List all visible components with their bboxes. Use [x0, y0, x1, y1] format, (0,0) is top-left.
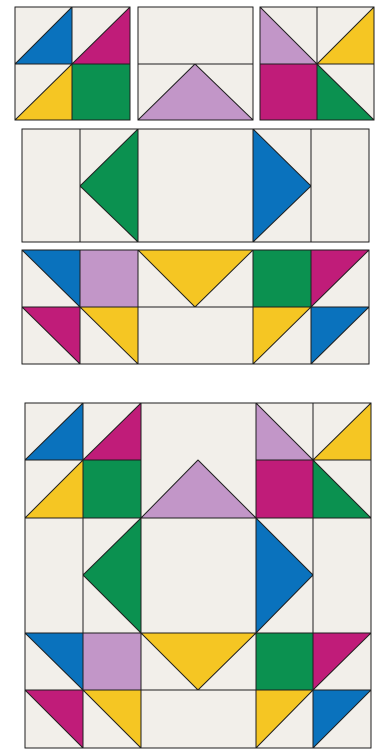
square-green — [256, 633, 313, 690]
assembled-quilt-block — [25, 403, 371, 748]
square-green — [83, 460, 141, 518]
square-green — [253, 250, 311, 307]
square-magenta — [256, 460, 313, 518]
unit-goose-top — [138, 7, 253, 120]
unit-middle-row — [22, 129, 369, 242]
square-magenta — [260, 64, 317, 120]
square-lavender — [83, 633, 141, 690]
square-lavender — [80, 250, 138, 307]
square-green — [72, 64, 130, 120]
unit-bottom-row — [22, 250, 369, 364]
unit-pinwheel-left — [15, 7, 130, 120]
unit-background — [22, 129, 369, 242]
unit-pinwheel-right — [260, 7, 374, 120]
